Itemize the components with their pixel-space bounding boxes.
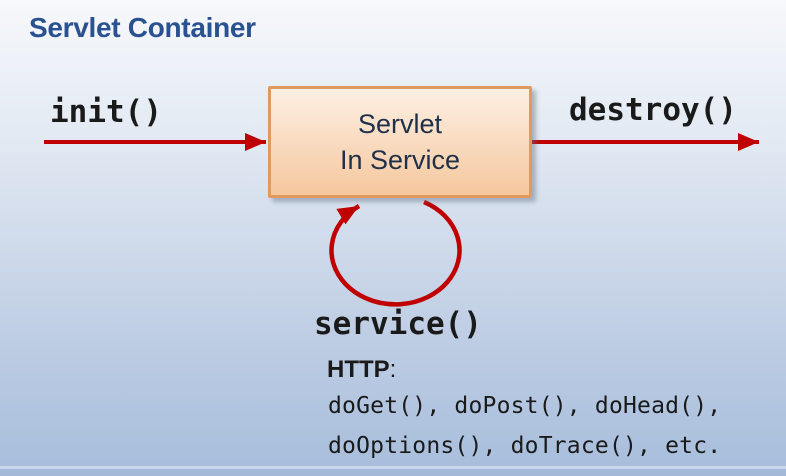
http-methods-line2: doOptions(), doTrace(), etc. [328, 433, 722, 459]
state-box-line2: In Service [339, 145, 461, 175]
service-label: service() [314, 306, 482, 342]
diagram-title: Servlet Container [29, 12, 256, 43]
http-heading-colon: : [389, 356, 397, 383]
bottom-band [0, 469, 786, 476]
service-loop-arrow-icon [329, 199, 462, 307]
bottom-highlight-line [0, 466, 786, 469]
http-methods-line1: doGet(), doPost(), doHead(), [328, 393, 722, 419]
http-heading: HTTP: [327, 356, 396, 384]
state-box-line1: Servlet [357, 109, 443, 139]
init-label: init() [50, 94, 162, 130]
servlet-state-box: Servlet In Service [268, 86, 532, 198]
destroy-label: destroy() [569, 92, 737, 128]
http-heading-text: HTTP [327, 356, 390, 383]
